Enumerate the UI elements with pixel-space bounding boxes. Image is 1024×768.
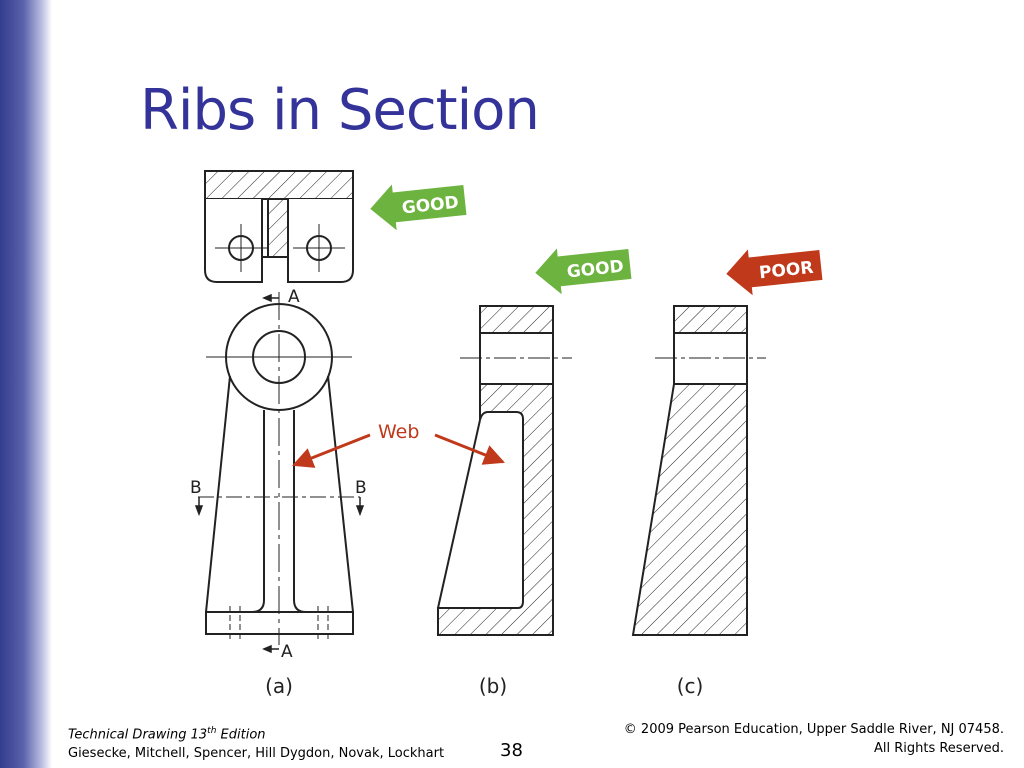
web-pointers <box>292 433 505 468</box>
view-b-section-good <box>437 305 572 636</box>
badge-poor-arrow <box>726 249 823 296</box>
badge-good-2: GOOD <box>535 248 632 295</box>
section-label-b-right: B <box>355 478 367 498</box>
web-label: Web <box>378 421 419 443</box>
footer-copyright: © 2009 Pearson Education, Upper Saddle R… <box>624 720 1004 758</box>
caption-c: (c) <box>677 674 704 698</box>
caption-b: (b) <box>479 674 507 698</box>
rights-line: All Rights Reserved. <box>873 741 1004 756</box>
badge-good-1: GOOD <box>370 184 467 231</box>
web-section-top <box>267 198 289 258</box>
slide-title: Ribs in Section <box>140 78 540 143</box>
page-number: 38 <box>500 740 523 761</box>
section-label-a-top: A <box>288 287 300 307</box>
section-label-b-left: B <box>190 478 202 498</box>
badge-good-1-arrow <box>370 184 467 231</box>
footer-book-title: Technical Drawing 13th Edition <box>68 726 266 743</box>
view-c-section-poor <box>631 305 766 636</box>
badge-good-2-arrow <box>535 248 632 295</box>
section-arrows <box>194 293 365 654</box>
badge-poor: POOR <box>726 249 823 296</box>
view-a-front <box>194 292 365 654</box>
footer-authors: Giesecke, Mitchell, Spencer, Hill Dygdon… <box>68 746 445 762</box>
copyright-line: © 2009 Pearson Education, Upper Saddle R… <box>623 722 1004 737</box>
view-a-top <box>204 170 354 283</box>
caption-a: (a) <box>265 674 293 698</box>
footer-book-info: Technical Drawing 13th Edition Giesecke,… <box>68 722 444 763</box>
top-flange-section <box>204 170 354 200</box>
section-label-a-bottom: A <box>281 642 293 662</box>
side-accent-bar <box>0 0 52 768</box>
